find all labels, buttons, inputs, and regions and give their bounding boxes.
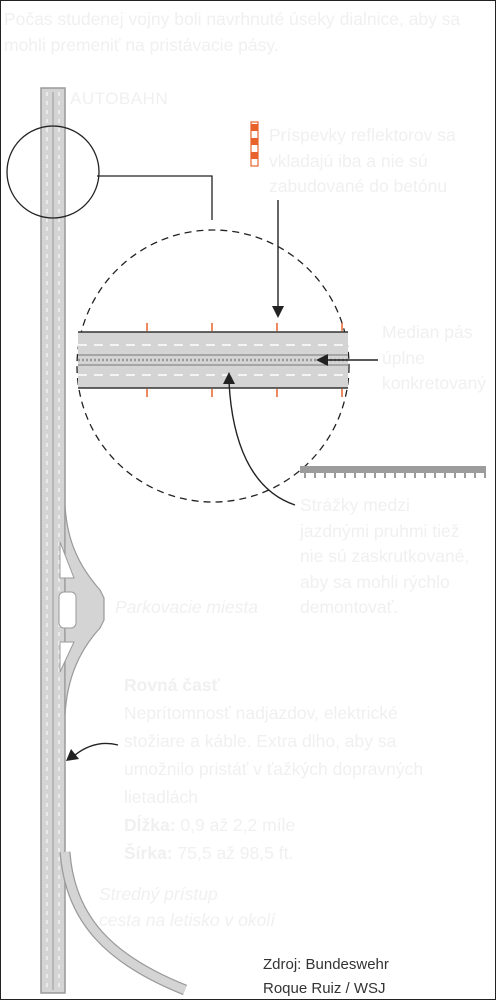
- median-arrow: [316, 354, 378, 366]
- length-value: 0,9 až 2,2 míle: [180, 815, 296, 835]
- barriers-note-line: nie sú zaskrutkované,: [300, 546, 470, 566]
- parking-area: [58, 504, 105, 716]
- barriers-note-line: demontovať.: [300, 597, 399, 617]
- source-credit: Zdroj: Bundeswehr Roque Ruiz / WSJ: [263, 953, 389, 1001]
- median-note-line: Median pás: [382, 322, 473, 342]
- road-label: AUTOBAHN: [70, 89, 169, 108]
- width-value: 75,5 až 98,5 ft.: [177, 843, 294, 863]
- parking-label: Parkovacie miesta: [115, 597, 258, 617]
- barrier-profile-icon: [300, 466, 486, 478]
- reflector-post-icon: [250, 121, 259, 167]
- access-road-label-line: cesta na letisko v okolí: [99, 910, 276, 930]
- barriers-note-line: Strážky medzi: [300, 495, 410, 515]
- straight-section-description: Neprítomnosť nadjazdov, elektrické stoži…: [124, 703, 424, 807]
- access-road-label: Stredný prístup cesta na letisko v okolí: [99, 881, 275, 933]
- barriers-note-line: aby sa mohli rýchlo: [300, 571, 450, 592]
- barrier-arrow: [223, 372, 296, 506]
- median-note-line: úplne: [382, 347, 425, 368]
- length-spec: Dĺžka: 0,9 až 2,2 míle: [124, 811, 424, 839]
- median-note-line: konkretovaný: [382, 373, 487, 393]
- straight-section-title: Rovná časť: [124, 675, 220, 695]
- width-label: Šírka:: [124, 843, 173, 863]
- width-spec: Šírka: 75,5 až 98,5 ft.: [124, 839, 424, 867]
- credit-line: Roque Ruiz / WSJ: [263, 980, 386, 997]
- reflectors-note: Príspevky reflektorov sa vkladajú iba a …: [269, 125, 456, 196]
- median-note: Median pás úplne konkretovaný: [382, 320, 496, 397]
- source-line: Zdroj: Bundeswehr: [263, 956, 389, 973]
- reflector-posts: [146, 323, 343, 397]
- straight-section-note: Rovná časť Neprítomnosť nadjazdov, elekt…: [124, 671, 424, 867]
- barriers-note: Strážky medzi jazdnými pruhmi tiež nie s…: [300, 493, 496, 621]
- headline: Počas studenej vojny boli navrhnuté úsek…: [4, 9, 461, 55]
- access-road: [59, 851, 188, 996]
- length-label: Dĺžka:: [124, 815, 176, 835]
- zoom-indicator: [6, 125, 350, 503]
- zoomed-road: [78, 323, 348, 397]
- straight-section-arrow: [66, 742, 119, 761]
- autobahn-road: [40, 87, 66, 994]
- reflector-arrow: [272, 200, 284, 318]
- barriers-note-line: jazdnými pruhmi tiež: [300, 520, 460, 541]
- access-road-label-line: Stredný prístup: [99, 884, 218, 904]
